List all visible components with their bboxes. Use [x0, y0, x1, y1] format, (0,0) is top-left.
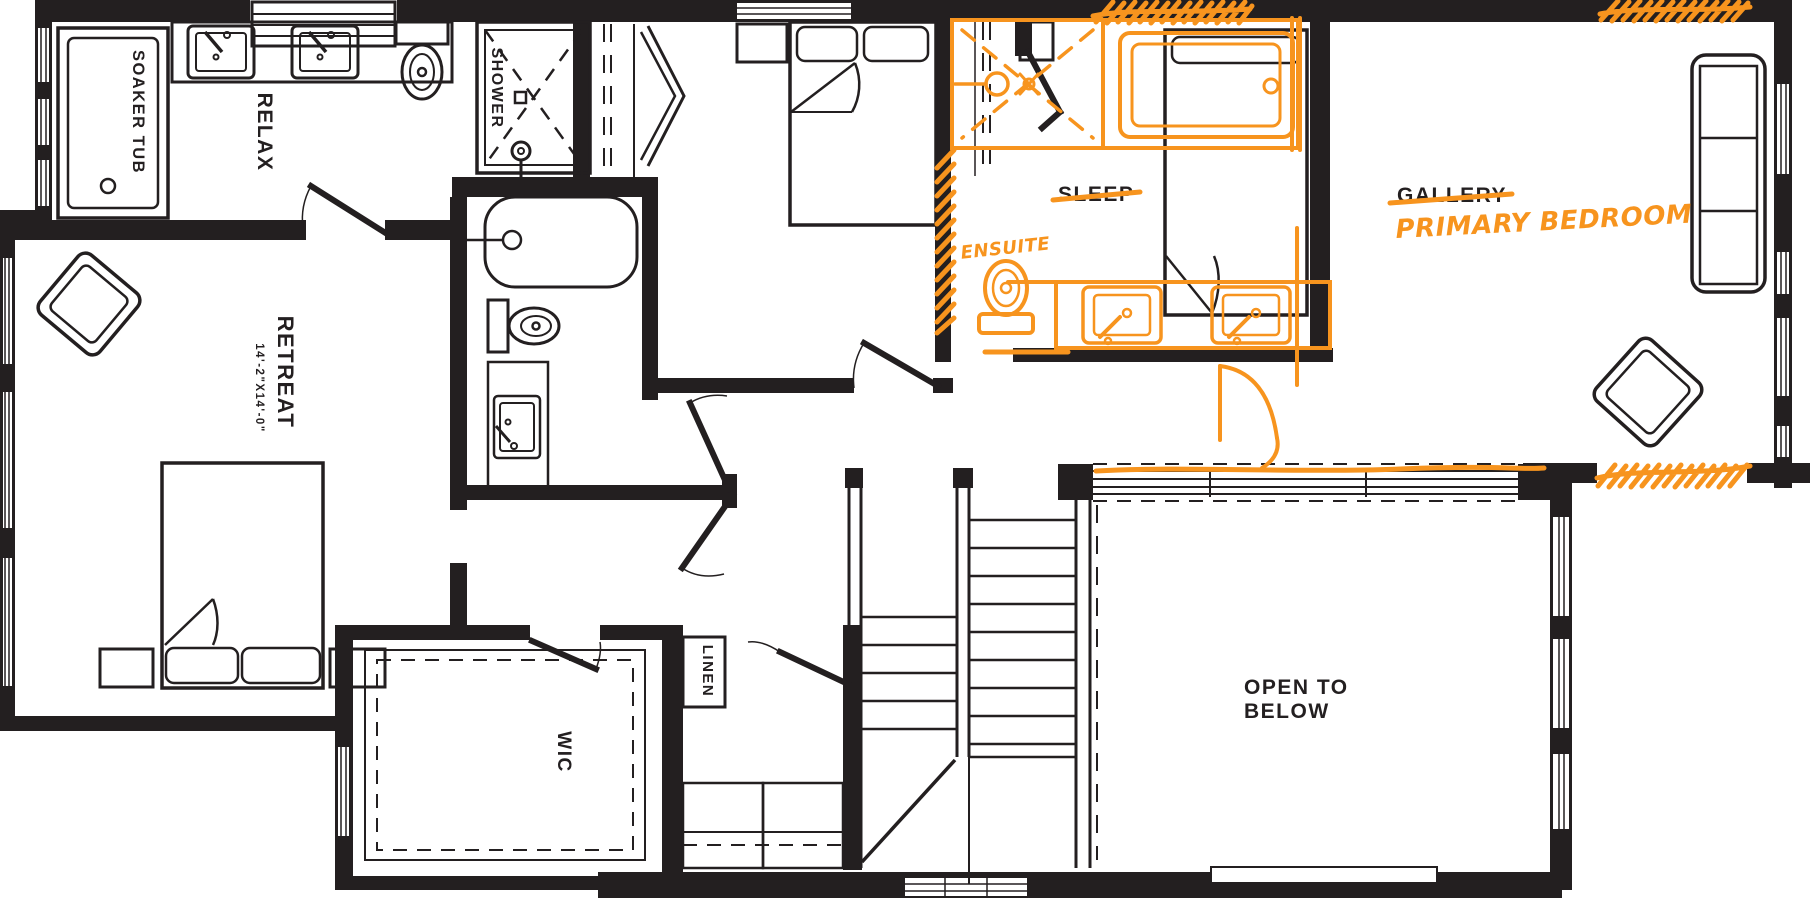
orange-hatch-left-wall — [934, 147, 957, 336]
corner-chair — [36, 251, 142, 357]
linen-closet — [681, 635, 845, 870]
linen-label-box — [681, 635, 727, 709]
stair-break-line — [860, 758, 957, 864]
bed — [788, 20, 938, 227]
doors — [301, 47, 1065, 688]
bathtub — [467, 195, 639, 289]
window-top-bay — [250, 0, 397, 48]
orange-new-tub — [1118, 31, 1295, 139]
open-to-below-label-line1: OPEN TO — [1244, 676, 1349, 699]
old-pocket-door — [974, 22, 991, 176]
nightstand — [735, 22, 789, 64]
toilet — [486, 298, 561, 354]
orange-new-wall-lines — [1290, 16, 1302, 387]
soaker-tub — [56, 26, 170, 220]
window-bottom — [903, 866, 1438, 898]
shower-stall — [475, 20, 592, 177]
stairs — [845, 468, 1098, 884]
wic-interior — [364, 649, 646, 861]
door-bedroom2 — [852, 338, 943, 391]
toilet — [394, 20, 450, 101]
door-hall-retreat — [677, 490, 738, 577]
orange-new-vanity — [1006, 280, 1332, 350]
retreat-furniture — [36, 251, 387, 690]
bed — [160, 461, 325, 690]
orange-hatch-top-right — [1597, 0, 1753, 24]
closet-slider — [581, 24, 686, 178]
orange-new-door — [1218, 364, 1280, 470]
windows-right-upper — [1775, 82, 1791, 459]
treads-right — [970, 518, 1076, 759]
orange-railing-line — [1093, 464, 1547, 474]
door-relax-bath — [301, 181, 389, 237]
nightstand — [98, 647, 155, 689]
orange-hatch-bottom-opening — [1594, 462, 1753, 490]
orange-new-toilet — [977, 259, 1071, 355]
bedroom2-furniture — [581, 20, 938, 227]
labels-black: SOAKER TUB RELAX SHOWER RETREAT 14'-2"X1… — [129, 48, 1506, 773]
windows-left-lower — [1, 256, 14, 688]
sleep-room-furniture — [974, 20, 1309, 317]
vanity — [486, 360, 550, 489]
open-to-below-label-line2: BELOW — [1244, 700, 1330, 723]
window-top-bedroom2 — [735, 1, 853, 21]
middle-bathroom-fixtures — [467, 195, 639, 489]
orange-new-shower — [950, 18, 1300, 150]
old-bed — [1163, 28, 1309, 317]
orange-hatch-top-ensuite — [1090, 0, 1255, 26]
orange-strike-sleep — [1050, 189, 1143, 203]
relax-label: RELAX — [253, 93, 276, 172]
door-linen — [747, 640, 852, 688]
treads-left — [862, 615, 956, 731]
linen-label: LINEN — [699, 645, 716, 698]
double-vanity — [170, 20, 454, 84]
retreat-dims-label: 14'-2"X14'-0" — [253, 343, 265, 433]
door-old-sleep-closet — [1023, 47, 1065, 133]
soaker-tub-label: SOAKER TUB — [129, 50, 147, 174]
shower-label: SHOWER — [488, 48, 505, 129]
door-hall-bath — [686, 394, 733, 493]
windows-right-lower — [1551, 515, 1571, 831]
nightstand — [328, 647, 387, 689]
window-wic — [336, 745, 351, 838]
relax-bathroom-fixtures — [56, 20, 592, 220]
windows-left-upper — [36, 26, 51, 208]
orange-strike-gallery — [1387, 191, 1515, 206]
wic-label: WIC — [553, 731, 574, 772]
sofa — [1690, 53, 1767, 294]
door-wic — [528, 637, 602, 673]
corner-chair — [1592, 336, 1704, 448]
primary-bedroom-furniture — [1592, 53, 1767, 448]
retreat-label: RETREAT — [273, 316, 298, 429]
